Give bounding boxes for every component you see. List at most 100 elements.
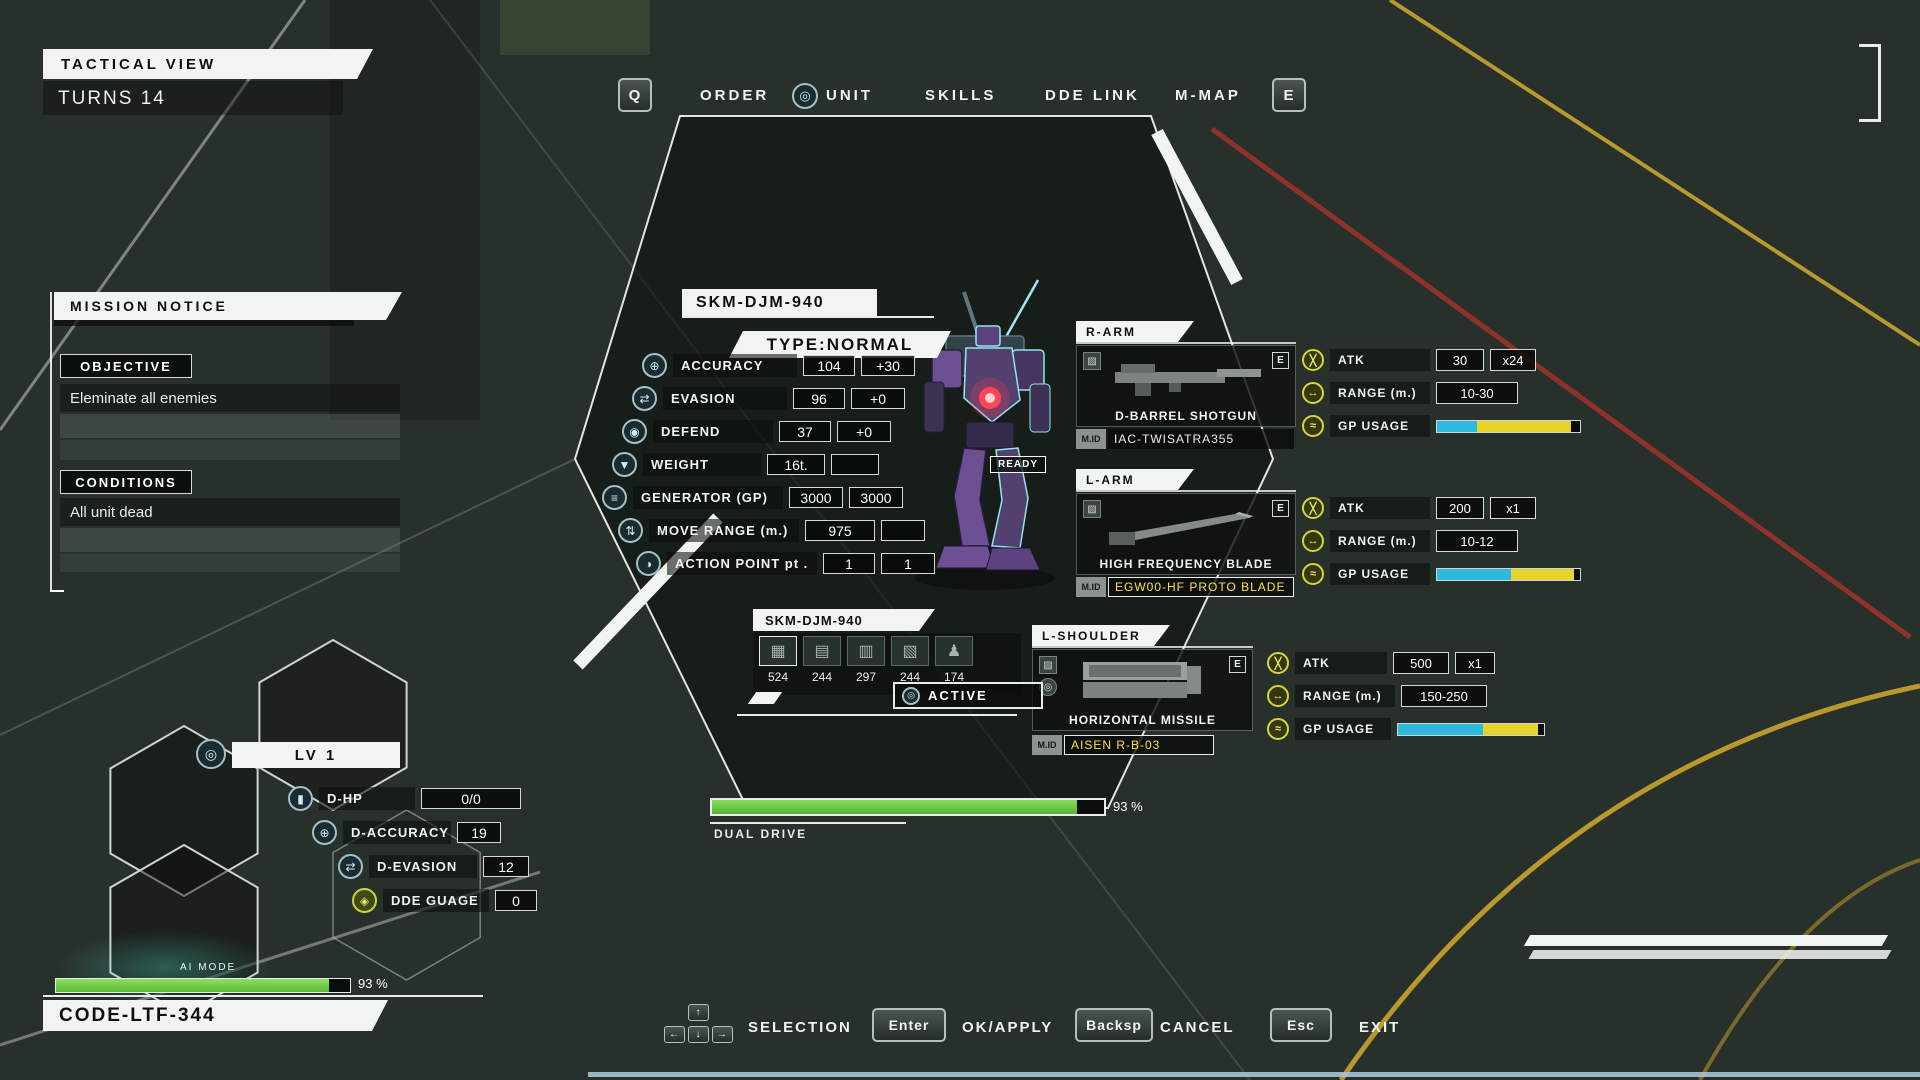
unit-stat-label: MOVE RANGE (m.) bbox=[649, 519, 799, 542]
atk-label: ATK bbox=[1330, 497, 1430, 519]
conditions-empty-row bbox=[60, 528, 400, 552]
nav-key-q[interactable]: Q bbox=[618, 78, 652, 112]
pilot-stat-label: D-ACCURACY bbox=[343, 821, 451, 844]
weapon-slot-value: 524 bbox=[767, 670, 789, 684]
atk-icon: ╳ bbox=[1302, 349, 1324, 371]
weapon-panel-l-arm[interactable]: ▨ E HIGH FREQUENCY BLADE bbox=[1076, 493, 1296, 575]
gp-usage-icon: ≈ bbox=[1302, 415, 1324, 437]
weapon-chip-icon: ▨ bbox=[1039, 656, 1057, 674]
arrow-up-key[interactable]: ↑ bbox=[688, 1004, 709, 1021]
ai-mode-bar bbox=[55, 978, 351, 993]
objective-label: OBJECTIVE bbox=[60, 354, 192, 378]
expand-key[interactable]: E bbox=[1272, 352, 1289, 369]
exit-label: EXIT bbox=[1359, 1019, 1401, 1036]
range-label: RANGE (m.) bbox=[1330, 530, 1430, 552]
nav-tab-skills[interactable]: SKILLS bbox=[925, 87, 997, 104]
active-selector[interactable]: ◎ ACTIVE bbox=[893, 682, 1043, 709]
weapon-stat-row: ╳ ATK 30 x24 bbox=[1302, 349, 1536, 371]
weapon-slot-header-l-shoulder: L-SHOULDER bbox=[1032, 625, 1170, 646]
backspace-key[interactable]: Backsp bbox=[1075, 1008, 1153, 1042]
weapon-slot-name: R-ARM bbox=[1086, 324, 1136, 339]
unit-stat-value: 104 bbox=[803, 355, 855, 376]
arrow-left-key[interactable]: ← bbox=[664, 1026, 685, 1043]
top-right-bracket bbox=[1859, 44, 1881, 122]
unit-type-badge: TYPE:NORMAL bbox=[729, 331, 951, 358]
ai-mode-label: AI MODE bbox=[180, 962, 237, 973]
dde-guage-icon: ◈ bbox=[352, 888, 377, 913]
weapon-panel-r-arm[interactable]: ▨ E D-BARREL SHOTGUN bbox=[1076, 345, 1296, 427]
weapon-slot-icon[interactable]: ▤ bbox=[803, 636, 841, 666]
unit-stat-label: ACCURACY bbox=[673, 354, 797, 377]
atk-icon: ╳ bbox=[1267, 652, 1289, 674]
weapon-chip-icon: ▨ bbox=[1083, 352, 1101, 370]
gp-usage-bar bbox=[1397, 722, 1545, 736]
weapon-slot-icon[interactable]: ♟ bbox=[935, 636, 973, 666]
weapon-header-underline bbox=[1076, 342, 1296, 344]
dual-drive-percent: 93 % bbox=[1113, 799, 1143, 814]
atk-label: ATK bbox=[1330, 349, 1430, 371]
unit-stat-label: EVASION bbox=[663, 387, 787, 410]
weapon-slot-icon[interactable]: ▦ bbox=[759, 636, 797, 666]
unit-name-underline bbox=[682, 316, 934, 318]
arrow-down-key[interactable]: ↓ bbox=[688, 1026, 709, 1043]
weapon-slot-value: 174 bbox=[943, 670, 965, 684]
mid-tag: M.ID bbox=[1076, 429, 1106, 449]
esc-key[interactable]: Esc bbox=[1270, 1008, 1332, 1042]
weapon-name: HORIZONTAL MISSILE bbox=[1069, 713, 1216, 727]
mid-tag: M.ID bbox=[1076, 577, 1106, 597]
weapon-slot-icon[interactable]: ▥ bbox=[847, 636, 885, 666]
dual-drive-bar-fill bbox=[712, 800, 1077, 814]
unit-name-header: SKM-DJM-940 bbox=[682, 289, 877, 316]
atk-icon: ╳ bbox=[1302, 497, 1324, 519]
unit-stat-row: ≡ GENERATOR (GP) 3000 3000 bbox=[602, 485, 903, 510]
weapon-slot-header-r-arm: R-ARM bbox=[1076, 321, 1194, 342]
conditions-text: All unit dead bbox=[60, 498, 400, 526]
expand-key[interactable]: E bbox=[1272, 500, 1289, 517]
weapon-panel-l-shoulder[interactable]: ▨ ◎ E HORIZONTAL MISSILE bbox=[1032, 649, 1253, 731]
pilot-stat-label: D-HP bbox=[319, 787, 415, 810]
unit-stat-value: 16t. bbox=[767, 454, 825, 475]
mid-tag: M.ID bbox=[1032, 735, 1062, 755]
accuracy-icon: ⊕ bbox=[642, 353, 667, 378]
dual-drive-bar bbox=[710, 798, 1106, 816]
expand-key[interactable]: E bbox=[1229, 656, 1246, 673]
d-hp-icon: ▮ bbox=[288, 786, 313, 811]
unit-stat-label: DEFEND bbox=[653, 420, 773, 443]
weapon-stat-row: ↔ RANGE (m.) 10-12 bbox=[1302, 530, 1518, 552]
evasion-icon: ⇄ bbox=[632, 386, 657, 411]
weapon-mid-row: M.ID AISEN R-B-03 bbox=[1032, 735, 1214, 755]
nav-tab-m-map[interactable]: M-MAP bbox=[1175, 87, 1241, 104]
dual-drive-label: DUAL DRIVE bbox=[714, 827, 808, 841]
weapon-mid-row: M.ID IAC-TWISATRA355 bbox=[1076, 429, 1294, 449]
weight-icon: ▼ bbox=[612, 452, 637, 477]
unit-stat-bonus: 1 bbox=[881, 553, 935, 574]
nav-tab-order[interactable]: ORDER bbox=[700, 87, 770, 104]
mid-name: EGW00-HF PROTO BLADE bbox=[1108, 577, 1294, 597]
nav-tab-unit[interactable]: UNIT bbox=[826, 87, 873, 104]
conditions-label: CONDITIONS bbox=[60, 470, 192, 494]
weapon-chip-icon: ▨ bbox=[1083, 500, 1101, 518]
pilot-stat-label: DDE GUAGE bbox=[383, 889, 489, 912]
d-accuracy-icon: ⊕ bbox=[312, 820, 337, 845]
atk-mult: x1 bbox=[1455, 652, 1495, 674]
arrow-right-key[interactable]: → bbox=[712, 1026, 733, 1043]
unit-stat-bonus bbox=[831, 454, 879, 475]
weapon-slot-value: 244 bbox=[899, 670, 921, 684]
unit-mech-figure bbox=[915, 279, 1055, 590]
unit-stat-label: WEIGHT bbox=[643, 453, 761, 476]
weapon-slot-icon[interactable]: ▧ bbox=[891, 636, 929, 666]
selection-label: SELECTION bbox=[748, 1019, 852, 1036]
mission-notice-header: MISSION NOTICE bbox=[54, 292, 402, 320]
nav-tab-dde-link[interactable]: DDE LINK bbox=[1045, 87, 1140, 104]
loadout-title: SKM-DJM-940 bbox=[765, 612, 863, 628]
gp-usage-label: GP USAGE bbox=[1330, 563, 1430, 585]
nav-key-e[interactable]: E bbox=[1272, 78, 1306, 112]
pilot-code-line bbox=[43, 995, 483, 997]
pilot-level-icon: ◎ bbox=[196, 739, 226, 769]
gp-usage-label: GP USAGE bbox=[1295, 718, 1391, 740]
unit-stat-row: ▼ WEIGHT 16t. bbox=[612, 452, 879, 477]
weapon-name: D-BARREL SHOTGUN bbox=[1115, 409, 1257, 423]
enter-key[interactable]: Enter bbox=[872, 1008, 946, 1042]
objective-empty-row bbox=[60, 440, 400, 460]
